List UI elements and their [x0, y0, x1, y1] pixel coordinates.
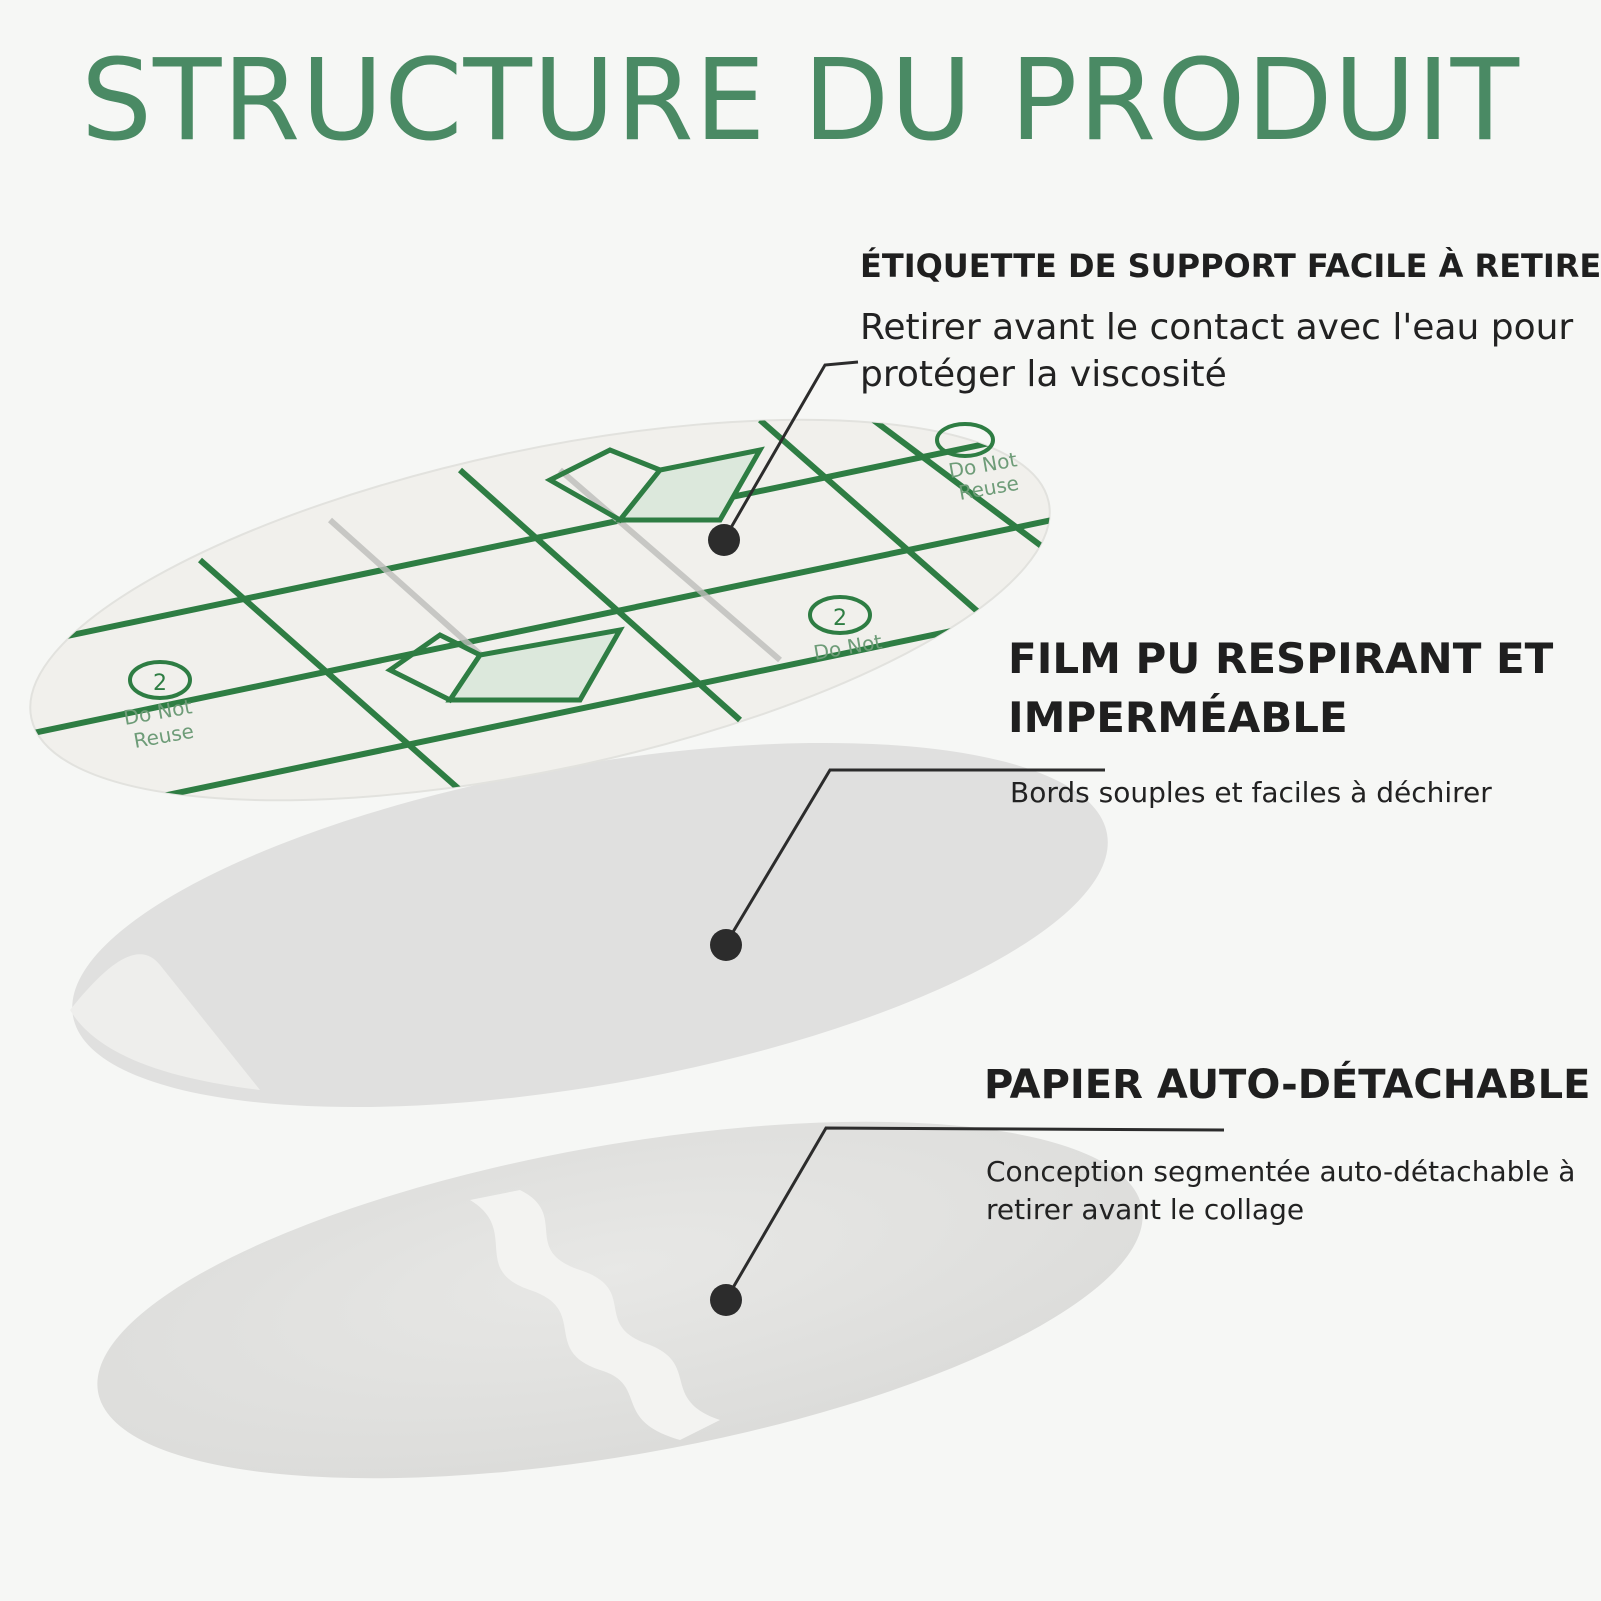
layer-bottom-paper — [97, 1121, 1143, 1479]
layer-label-paper-title: PAPIER AUTO-DÉTACHABLE — [984, 1062, 1591, 1108]
layer-middle-film — [70, 742, 1108, 1108]
pointer-middle — [725, 768, 1105, 943]
hand-grid-icon — [544, 446, 765, 524]
hand-grid-icon — [385, 626, 625, 704]
pointer-dot-top — [708, 524, 740, 556]
layer-label-backing-title: ÉTIQUETTE DE SUPPORT FACILE À RETIRER — [860, 247, 1601, 285]
stamp-number: 2 — [833, 606, 847, 631]
do-not-reuse-stamp: Do Not Reuse — [935, 422, 1021, 505]
layer-label-backing-description: Retirer avant le contact avec l'eau pour… — [860, 307, 1574, 395]
pointer-dot-bottom — [710, 1284, 742, 1316]
stamp-number: 2 — [153, 671, 167, 696]
layer-label-film-title: FILM PU RESPIRANT ET IMPERMÉABLE — [1008, 634, 1554, 742]
pointer-bottom — [725, 1126, 1225, 1299]
perforation-wave — [470, 1190, 720, 1440]
pointer-dot-middle — [710, 929, 742, 961]
pointer-top — [723, 360, 859, 539]
page-title: STRUCTURE DU PRODUIT — [80, 36, 1521, 166]
layer-label-paper-description: Conception segmentée auto-détachable à r… — [986, 1155, 1576, 1226]
layer-label-film-description: Bords souples et faciles à déchirer — [1010, 776, 1492, 809]
